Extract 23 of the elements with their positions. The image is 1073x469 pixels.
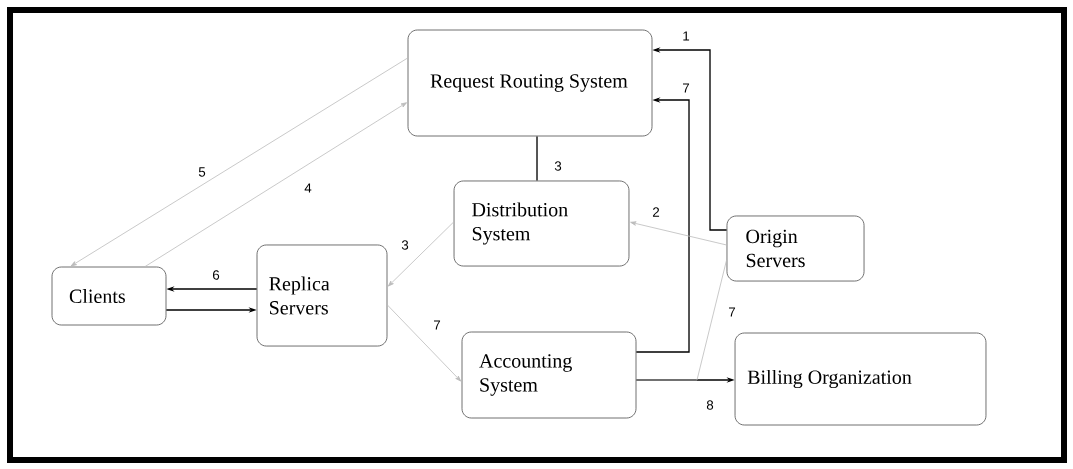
edge-label: 7	[431, 319, 443, 331]
process-box: Replica Servers	[256, 244, 388, 347]
arrow	[630, 221, 727, 246]
arrow	[387, 304, 462, 382]
edge-label: 7	[680, 82, 692, 94]
arrow	[387, 221, 455, 287]
process-box: Distribution System	[453, 180, 630, 267]
edge-label: 5	[196, 166, 208, 178]
process-box: Request Routing System	[407, 29, 653, 137]
process-box: Origin Servers	[726, 215, 865, 282]
edge-label: 7	[726, 306, 738, 318]
process-box: Billing Organization	[734, 332, 987, 426]
process-box: Clients	[51, 266, 167, 326]
arrow	[144, 102, 407, 267]
edge-label: 3	[399, 238, 411, 252]
edge-label: 2	[650, 206, 662, 218]
edge-label: 6	[210, 268, 222, 282]
edge-label: 1	[680, 30, 692, 42]
process-box: Accounting System	[461, 331, 637, 419]
edge-label: 3	[552, 159, 564, 173]
arrow	[70, 57, 408, 267]
edge-label: 4	[302, 182, 314, 194]
edge-label: 8	[704, 398, 716, 412]
